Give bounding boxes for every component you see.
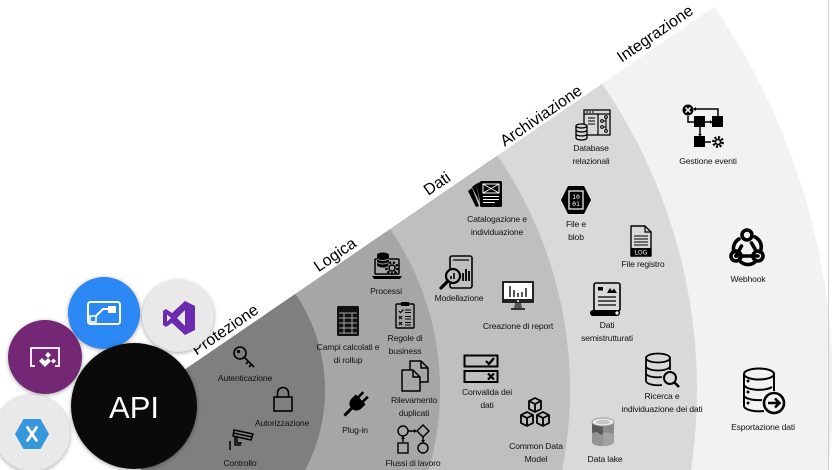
validation-icon [463,354,499,383]
log-icon-text: LOG [635,250,648,257]
item-label: Autorizzazione [254,418,310,428]
item-label: Modellazione [434,293,484,303]
api-label: API [109,390,159,425]
plug-icon [343,391,369,417]
log-file-icon: LOG [630,225,652,257]
item-label: Common Data Model [509,441,563,464]
item-label: File registro [621,259,665,269]
xamarin-icon [15,419,49,449]
item-label: Flussi di lavoro [385,458,441,468]
blob-icon-text: 01 [572,200,580,208]
item-label: Gestione eventi [679,156,737,166]
item-label: Rilevamento duplicati [390,395,438,418]
report-monitor-icon [502,281,534,310]
item-label: Esportazione dati [731,422,795,432]
xamarin-badge [0,395,70,470]
workflow-icon [397,424,430,454]
power-automate-badge [68,277,140,349]
api-badge [71,343,197,469]
item-label: Controllo [223,458,257,468]
lock-icon [273,386,293,412]
visual-studio-badge [142,280,214,352]
webhook-icon [729,228,765,267]
item-label: Dati semistrutturati [581,320,633,343]
item-label: Webhook [730,274,766,284]
blob-icon-text: 10 [572,193,580,201]
key-icon [233,346,255,368]
item-label: Convalida dei dati [461,387,513,410]
cctv-camera-icon [229,429,254,450]
item-label: Campi calcolati e di rollup [316,342,380,365]
semi-structured-data-icon [590,282,621,316]
power-automate-icon [87,301,121,325]
item-label: Processi [370,286,402,296]
processes-icon [372,252,402,279]
data-lake-icon [591,417,615,446]
blob-icon: 10 01 [561,186,591,214]
data-export-icon [743,367,786,415]
power-apps-icon [30,347,60,367]
relational-database-icon [575,109,611,141]
item-label: Data lake [587,454,623,464]
item-label: Autenticazione [217,373,273,383]
catalog-icon [468,181,502,207]
right-border-line [828,0,829,470]
item-label: Catalogazione e individuazione [467,214,527,237]
item-label: Regole di business [387,333,423,356]
event-management-icon [682,104,724,148]
cubes-icon [520,397,550,427]
item-label: Database relazionali [572,143,610,166]
database-search-icon [645,352,680,388]
modeling-icon [439,255,473,290]
power-apps-badge [8,320,82,394]
duplicate-documents-icon [401,360,429,392]
item-label: Plug-in [342,425,368,435]
checklist-icon [395,302,415,329]
item-label: Ricerca e individuazione dei dati [621,391,703,414]
visual-studio-icon [163,301,195,335]
item-label: File e blob [565,219,587,242]
item-label: Creazione di report [482,321,554,331]
table-icon [337,306,359,336]
